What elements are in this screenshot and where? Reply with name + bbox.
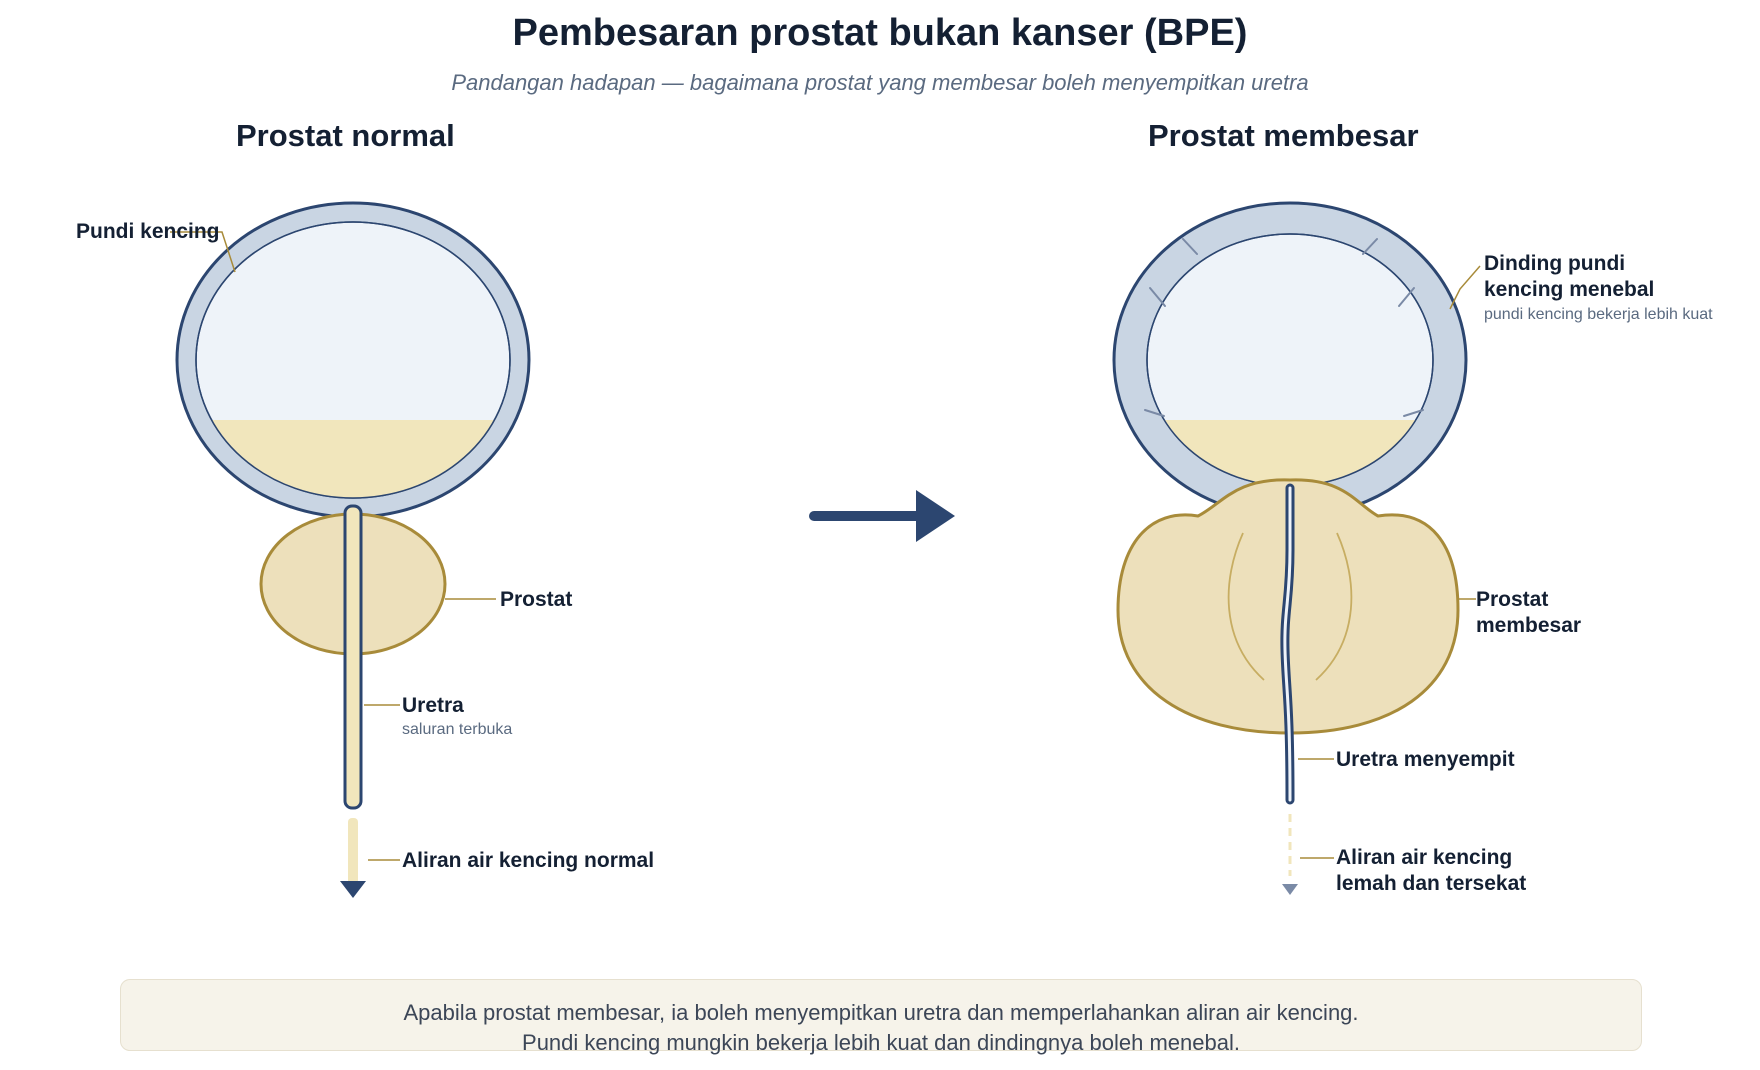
label-prostate: Prostat (500, 588, 572, 611)
page-title: Pembesaran prostat bukan kanser (BPE) (512, 12, 1248, 54)
bladder-lumen-outline (195, 221, 511, 499)
label-narrowed-urethra: Uretra menyempit (1336, 748, 1515, 771)
label-urethra-note: saluran terbuka (402, 721, 512, 738)
caption-box: Apabila prostat membesar, ia boleh menye… (120, 979, 1642, 1055)
panel-title-normal: Prostat normal (236, 118, 455, 153)
label-weak-flow-line1: Aliran air kencing (1336, 846, 1512, 869)
normal-anatomy: Pundi kencing Prostat Uretra saluran ter… (76, 201, 654, 898)
caption-line-1: Apabila prostat membesar, ia boleh menye… (403, 1000, 1359, 1025)
flow-arrow-normal-icon (340, 881, 366, 898)
narrowed-urethra-lumen (1283, 486, 1292, 802)
label-weak-flow-line2: lemah dan tersekat (1336, 872, 1526, 895)
leader-wall (1449, 265, 1481, 310)
page-subtitle: Pandangan hadapan — bagaimana prostat ya… (451, 70, 1309, 95)
label-wall-note: pundi kencing bekerja lebih kuat (1484, 306, 1713, 323)
label-wall-line2: kencing menebal (1484, 278, 1654, 301)
flow-arrow-weak-icon (1282, 884, 1298, 895)
enlarged-anatomy: Dinding pundi kencing menebal pundi kenc… (1112, 201, 1713, 895)
label-urethra: Uretra (402, 694, 464, 717)
normal-urethra (343, 504, 363, 810)
panel-title-enlarged: Prostat membesar (1148, 118, 1419, 153)
wall-tick-marks (1144, 238, 1424, 417)
transition-arrow-icon (809, 490, 955, 542)
prostate-lobe-line-left (1227, 532, 1265, 681)
prostate-lobe-line-right (1315, 532, 1353, 681)
leader-bladder (170, 231, 236, 273)
label-enlarged-prostate-line1: Prostat (1476, 588, 1548, 611)
label-bladder: Pundi kencing (76, 220, 220, 243)
label-wall-line1: Dinding pundi (1484, 252, 1625, 275)
caption-line-2: Pundi kencing mungkin bekerja lebih kuat… (522, 1030, 1240, 1055)
label-flow-normal: Aliran air kencing normal (402, 849, 654, 872)
urine-stream-normal (348, 818, 358, 886)
label-enlarged-prostate-line2: membesar (1476, 614, 1581, 637)
